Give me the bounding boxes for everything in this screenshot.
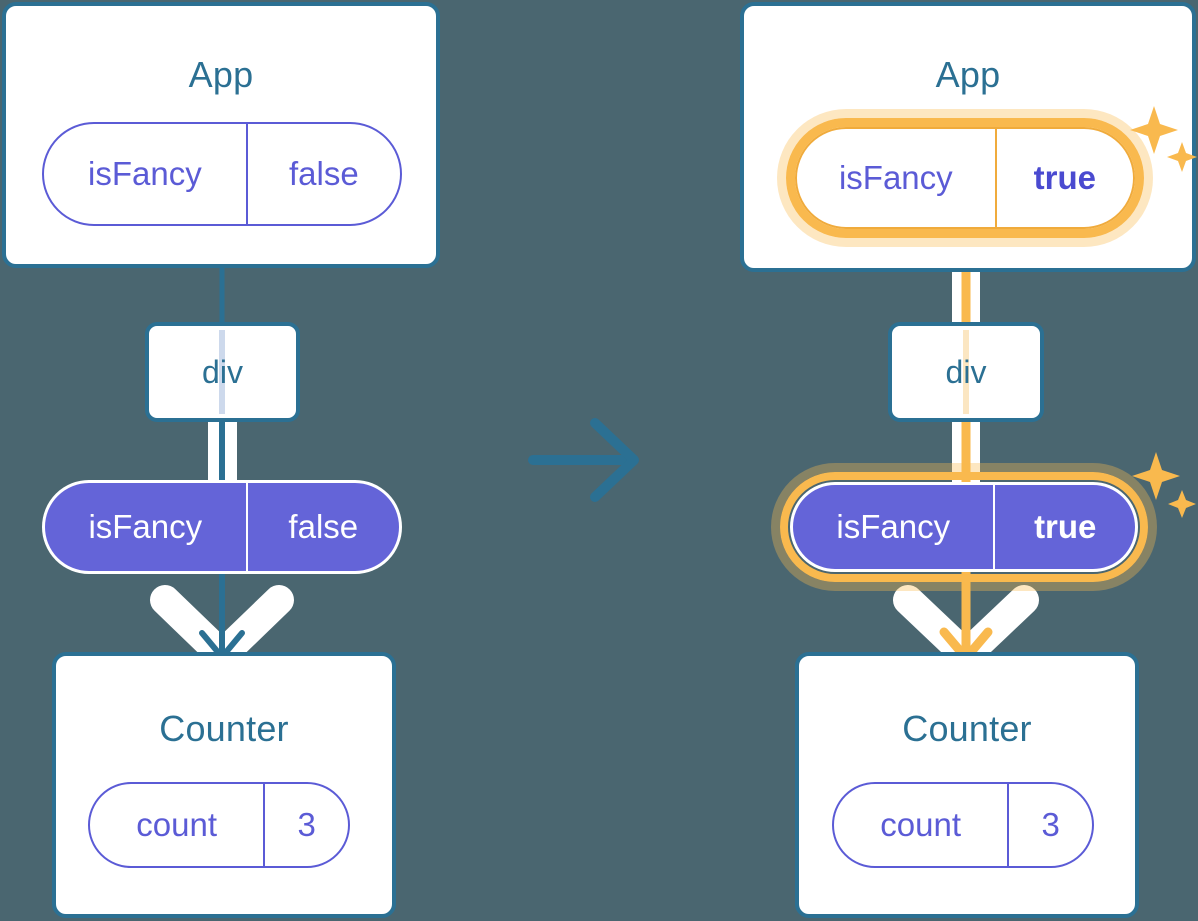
app-card-title-after: App bbox=[935, 54, 1001, 95]
props-pill-name: isFancy bbox=[88, 508, 203, 545]
state-pill-name: isFancy bbox=[88, 155, 202, 192]
state-pill-isfancy-before[interactable]: isFancy false bbox=[42, 122, 402, 226]
count-pill-value: 3 bbox=[263, 784, 348, 866]
state-pill-value-after: true bbox=[994, 129, 1133, 227]
sparkle-icon-large bbox=[1132, 452, 1180, 500]
state-pill-name-after: isFancy bbox=[838, 159, 953, 196]
state-pill-count-after[interactable]: count 3 bbox=[832, 782, 1094, 868]
sparkle-icon-large bbox=[1130, 106, 1178, 154]
div-node-label: div bbox=[202, 353, 243, 390]
arrow-props-to-counter-left bbox=[150, 565, 294, 670]
props-pill-isfancy-after[interactable]: isFancy true bbox=[790, 482, 1138, 572]
state-pill-isfancy-after[interactable]: isFancy true bbox=[795, 127, 1135, 229]
counter-card-after: Counter bbox=[795, 652, 1139, 918]
counter-card-title-after: Counter bbox=[902, 708, 1032, 749]
state-pill-value: false bbox=[245, 124, 400, 224]
props-pill-value-after: true bbox=[993, 485, 1135, 569]
arrow-props-to-counter-right bbox=[893, 565, 1039, 670]
sparkle-icon-small bbox=[1168, 490, 1196, 518]
props-pill-value: false bbox=[245, 483, 399, 571]
props-pill-isfancy-before[interactable]: isFancy false bbox=[42, 480, 402, 574]
sparkle-icon-props bbox=[1132, 452, 1196, 518]
count-pill-name: count bbox=[136, 806, 218, 843]
state-pill-count-before[interactable]: count 3 bbox=[88, 782, 350, 868]
count-pill-name-after: count bbox=[880, 806, 962, 843]
page-title: App bbox=[188, 54, 254, 95]
props-pill-name-after: isFancy bbox=[836, 508, 951, 545]
div-node-inner-line-after bbox=[963, 330, 969, 414]
sparkle-icon-small bbox=[1167, 142, 1197, 172]
div-node-label-after: div bbox=[945, 353, 987, 390]
count-pill-value-after: 3 bbox=[1007, 784, 1092, 866]
arrow-right-icon bbox=[528, 418, 639, 502]
counter-card-title: Counter bbox=[159, 708, 289, 749]
div-node-inner-line-before bbox=[219, 330, 225, 414]
sparkle-icon-app bbox=[1130, 106, 1197, 172]
